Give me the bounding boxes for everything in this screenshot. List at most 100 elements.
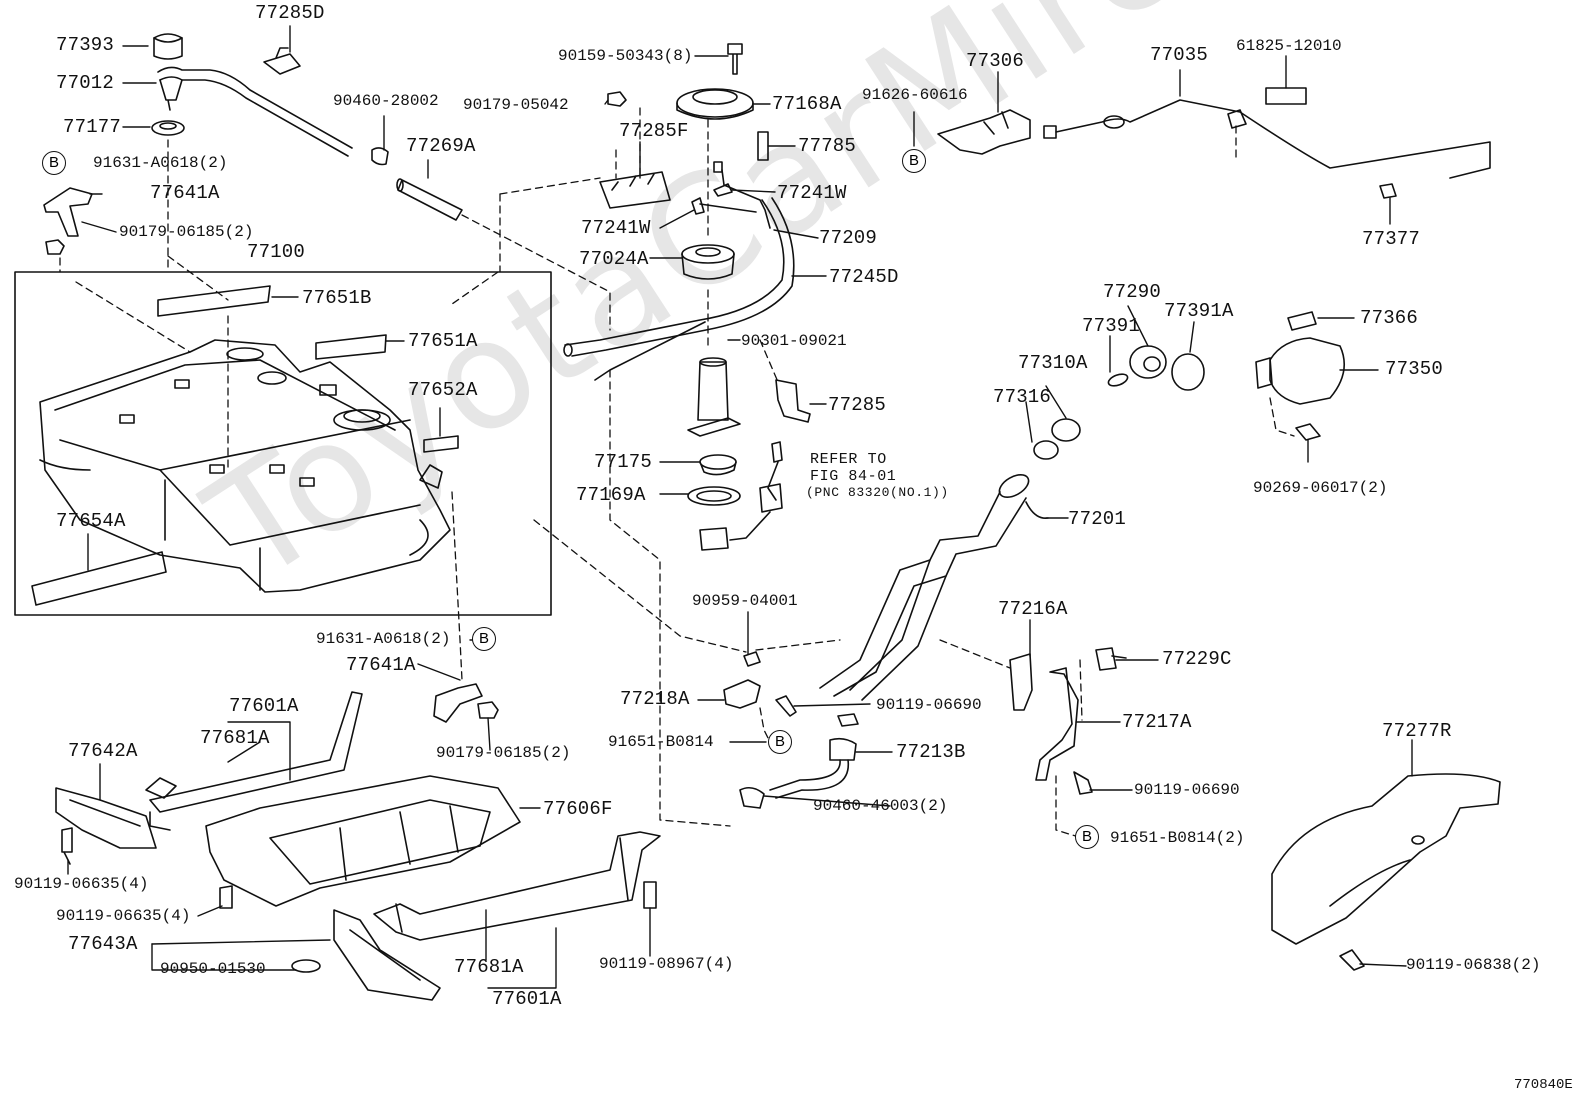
bracket-77285f — [599, 171, 671, 209]
nut-90179-upper — [45, 239, 65, 255]
label-77241w-upper: 77241W — [777, 182, 847, 204]
grommet-77177 — [151, 120, 185, 136]
clip-77377 — [1379, 183, 1397, 199]
callout-b-4: B — [1075, 825, 1099, 849]
label-90460-46003: 90460-46003(2) — [813, 797, 948, 815]
label-61825-12010: 61825-12010 — [1236, 37, 1342, 55]
label-77217a: 77217A — [1122, 711, 1192, 733]
ring-77391a — [1171, 353, 1205, 391]
bracket-77217a — [1035, 667, 1079, 781]
callout-b-3: B — [768, 730, 792, 754]
pad-77651b — [157, 285, 271, 317]
protector-77606f — [205, 775, 521, 907]
bolt-90119-06635-b — [219, 885, 233, 909]
label-90119-06838: 90119-06838(2) — [1406, 956, 1541, 974]
label-77216a: 77216A — [998, 598, 1068, 620]
label-77177: 77177 — [63, 116, 122, 138]
callout-b-1: B — [42, 151, 66, 175]
label-77391a: 77391A — [1164, 300, 1234, 322]
label-77391: 77391 — [1082, 315, 1141, 337]
filler-pipe-77201 — [819, 474, 1049, 697]
gasket-77391 — [1107, 373, 1129, 387]
cap-77310a — [1033, 418, 1081, 460]
label-91651-b0814-b: 91651-B0814(2) — [1110, 829, 1245, 847]
label-91651-b0814-a: 91651-B0814 — [608, 733, 714, 751]
cap-77290 — [1129, 345, 1167, 379]
bracket-77641a-lower — [433, 683, 483, 723]
label-77168a: 77168A — [772, 93, 842, 115]
bracket-77218a — [723, 679, 761, 709]
label-77651a: 77651A — [408, 330, 478, 352]
band-77601a-upper — [145, 691, 363, 831]
pump-body — [687, 357, 741, 437]
clamp-90460-46003 — [739, 786, 765, 809]
label-90119-08967: 90119-08967(4) — [599, 955, 734, 973]
label-90179-05042: 90179-05042 — [463, 96, 569, 114]
nut-90179-lower — [477, 701, 499, 719]
switch-77229c — [1095, 647, 1127, 671]
label-77285d: 77285D — [255, 2, 325, 24]
cushion-77366 — [1287, 311, 1317, 331]
label-77651b: 77651B — [302, 287, 372, 309]
bolt-90119-08967 — [643, 881, 657, 909]
tank-group-frame — [14, 271, 552, 616]
dashed-lines — [59, 107, 1295, 839]
label-90179-06185-lower: 90179-06185(2) — [436, 744, 571, 762]
figure-code: 770840E — [1514, 1077, 1573, 1093]
refer-note-line2: FIG 84-01 — [810, 468, 897, 485]
gasket-77169a — [687, 486, 741, 506]
bolt-90119-06690-a — [775, 695, 797, 717]
label-77218a: 77218A — [620, 688, 690, 710]
callout-b-5: B — [472, 627, 496, 651]
label-77277r: 77277R — [1382, 720, 1452, 742]
hose-77269a — [396, 178, 463, 221]
label-77316: 77316 — [993, 386, 1052, 408]
callout-b-2: B — [902, 149, 926, 173]
label-90119-06635-a: 90119-06635(4) — [14, 875, 149, 893]
label-77306: 77306 — [966, 50, 1025, 72]
bolt-90119-06635-a — [61, 827, 73, 865]
bolt-90159 — [727, 43, 743, 75]
sender-unit — [699, 441, 783, 551]
label-90179-06185-upper: 90179-06185(2) — [119, 223, 254, 241]
plug-90950 — [291, 959, 321, 973]
label-77201: 77201 — [1068, 508, 1127, 530]
clip-90959 — [743, 651, 761, 667]
label-77024a: 77024A — [579, 248, 649, 270]
label-91626-60616: 91626-60616 — [862, 86, 968, 104]
clip-77285d — [263, 47, 301, 75]
label-77601a-upper: 77601A — [229, 695, 299, 717]
label-77169a: 77169A — [576, 484, 646, 506]
label-77654a: 77654A — [56, 510, 126, 532]
label-91631-a0618-upper: 91631-A0618(2) — [93, 154, 228, 172]
refer-note-line1: REFER TO — [810, 451, 887, 468]
fuel-line-77245d — [563, 197, 795, 381]
label-77269a: 77269A — [406, 135, 476, 157]
label-90950-01530: 90950-01530 — [160, 960, 266, 978]
protector-77642a — [55, 787, 157, 849]
label-90269-06017: 90269-06017(2) — [1253, 479, 1388, 497]
fender-liner-77277r — [1271, 773, 1501, 945]
refer-note-line3: (PNC 83320(NO.1)) — [806, 485, 949, 500]
pad-77652a — [423, 435, 459, 453]
label-77641a-lower: 77641A — [346, 654, 416, 676]
lid-77350 — [1255, 337, 1346, 405]
protector-77643a — [333, 909, 441, 1001]
label-77241w-lower: 77241W — [581, 217, 651, 239]
label-77012: 77012 — [56, 72, 115, 94]
label-77229c: 77229C — [1162, 648, 1232, 670]
label-77681a-lower: 77681A — [454, 956, 524, 978]
pad-77654a — [31, 551, 167, 606]
label-77652a: 77652A — [408, 379, 478, 401]
clip-77241w-lower — [691, 197, 705, 215]
label-77350: 77350 — [1385, 358, 1444, 380]
lock-77306 — [937, 109, 1031, 155]
label-77393: 77393 — [56, 34, 115, 56]
label-77310a: 77310A — [1018, 352, 1088, 374]
label-77606f: 77606F — [543, 798, 613, 820]
label-77100: 77100 — [247, 241, 306, 263]
bracket-77641a-upper — [43, 187, 93, 237]
fuel-tank-drawing — [39, 339, 451, 593]
label-91631-a0618-lower: 91631-A0618(2) — [316, 630, 451, 648]
